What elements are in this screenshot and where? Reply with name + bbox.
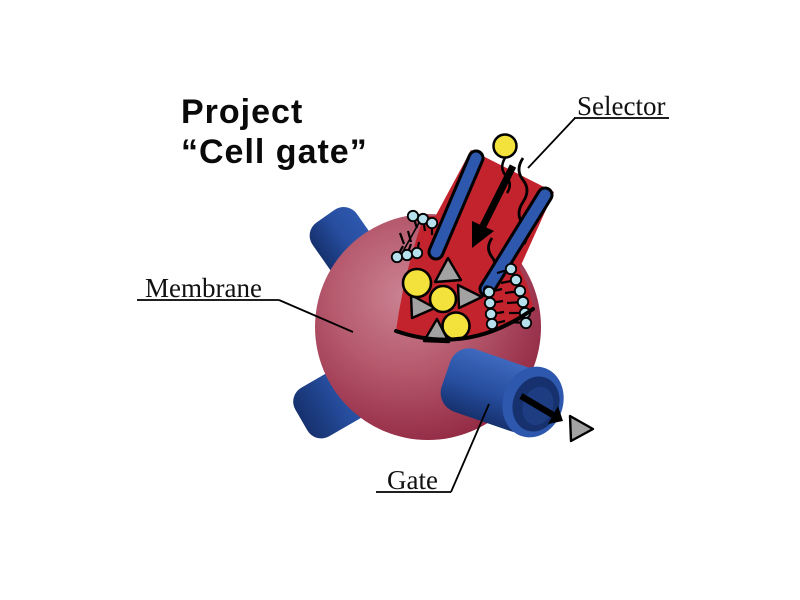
slide-title-line1: Project — [181, 93, 304, 131]
cargo-ball-outside — [492, 133, 518, 159]
lipid-head — [483, 296, 497, 310]
cutaway-bottom-edge-line — [394, 307, 535, 342]
lipid-head — [410, 246, 424, 260]
selector-bar-left — [430, 152, 482, 258]
lipid-head — [513, 284, 527, 298]
gate-exit-triangle — [568, 414, 595, 443]
gate-leader-line — [450, 403, 490, 493]
cargo-ball-2 — [428, 284, 458, 314]
cargo-triangles — [409, 256, 484, 344]
cargo-ball-3 — [441, 311, 471, 341]
lipid-head — [400, 248, 414, 262]
gate-tube — [440, 348, 595, 443]
lipid-head — [485, 317, 499, 331]
lipid-head — [482, 285, 496, 299]
selector-channel-bars — [427, 149, 554, 298]
selector-entry-arrowhead — [472, 221, 494, 248]
lipid-tail — [398, 232, 406, 245]
slide-title-line2: “Cell gate” — [181, 133, 368, 171]
lipid-head — [519, 316, 533, 330]
selector-leader-line — [527, 117, 576, 169]
selector-entry-arrow — [479, 164, 517, 228]
cargo-balls — [401, 267, 471, 341]
cargo-triangle-2 — [456, 283, 484, 310]
gate-exit-arrowhead — [548, 406, 563, 424]
lipid-bilayer-left — [390, 209, 439, 264]
selector-bar-right — [481, 189, 551, 295]
gate-label: Gate — [387, 465, 438, 495]
lipid-head — [425, 216, 439, 230]
lipid-head — [484, 307, 498, 321]
membrane-leader-line — [278, 299, 354, 333]
cargo-triangle-3 — [409, 293, 437, 320]
membrane-label: Membrane — [145, 273, 262, 303]
cargo-ball-1 — [401, 267, 433, 299]
lipid-tail — [406, 230, 413, 243]
lipid-head — [406, 209, 420, 223]
gate-exit-arrow — [519, 393, 555, 418]
lipid-head — [504, 262, 518, 276]
cargo-triangle-1 — [433, 256, 463, 284]
selector-label: Selector — [577, 91, 666, 121]
slide-title: Project “Cell gate” — [181, 92, 368, 172]
lipid-head — [390, 250, 404, 264]
lipid-head — [509, 273, 523, 287]
annotation-lines — [137, 117, 669, 493]
lipid-bilayer-right — [482, 262, 533, 331]
lipid-head — [516, 295, 530, 309]
